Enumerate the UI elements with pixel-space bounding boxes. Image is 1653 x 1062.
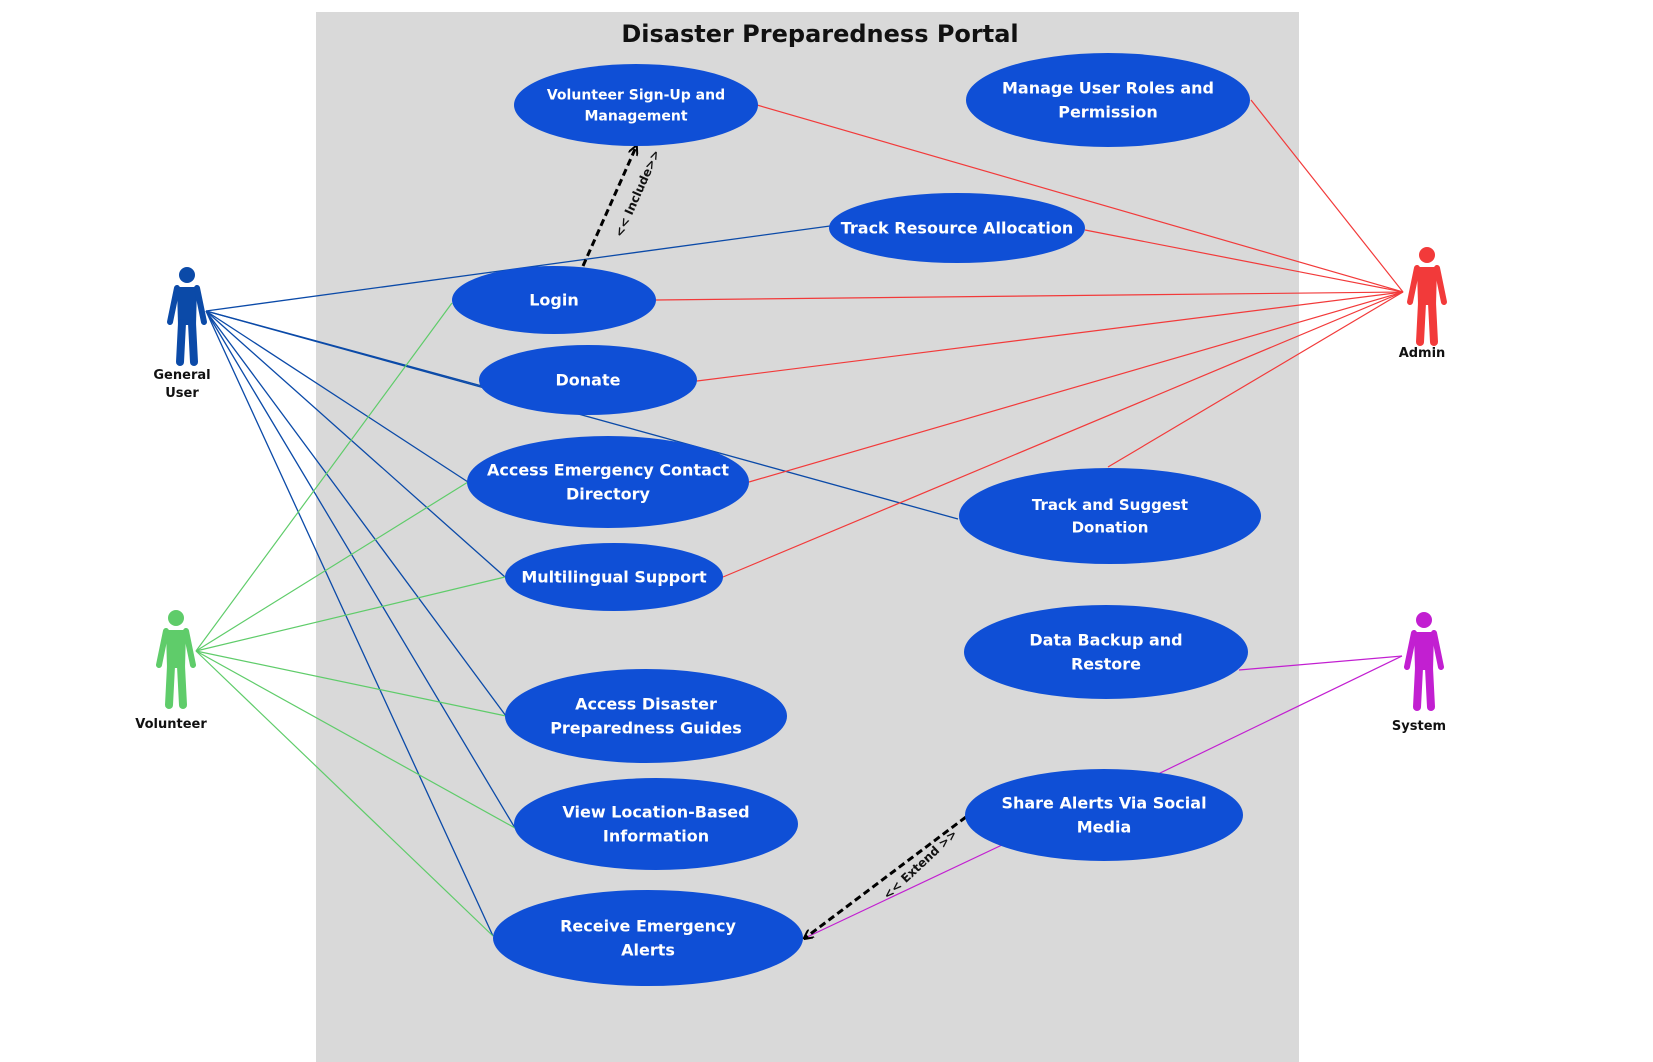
- assoc-volunteer-location: [195, 650, 516, 829]
- extend-arrow: [805, 815, 967, 938]
- actor-admin: Admin: [1399, 247, 1447, 361]
- assoc-admin-manage-roles: [1250, 99, 1404, 293]
- use-case-ellipse: [964, 605, 1248, 699]
- use-case-label: Track Resource Allocation: [841, 219, 1074, 238]
- use-case-label: Manage User Roles and: [1002, 79, 1214, 98]
- use-case-label: View Location-Based: [562, 803, 749, 822]
- use-case-track-resource: Track Resource Allocation: [829, 193, 1085, 263]
- use-case-label: Login: [529, 291, 579, 310]
- assoc-volunteer-alerts: [195, 650, 494, 937]
- actor-label: Admin: [1399, 346, 1446, 361]
- use-case-label: Information: [603, 827, 709, 846]
- assoc-volunteer-emergency-contact: [195, 481, 469, 652]
- use-case-label: Preparedness Guides: [550, 719, 742, 738]
- assoc-admin-multilingual: [722, 291, 1404, 578]
- diagram-title: Disaster Preparedness Portal: [621, 20, 1018, 48]
- association-lines: [195, 99, 1404, 939]
- actor-label: General: [153, 368, 210, 383]
- assoc-admin-volunteer-signup: [756, 104, 1404, 293]
- assoc-general-user-alerts: [205, 310, 494, 937]
- use-case-label: Access Disaster: [575, 695, 717, 714]
- assoc-system-data-backup: [1238, 655, 1403, 671]
- use-case-label: Share Alerts Via Social: [1001, 794, 1206, 813]
- use-case-label: Alerts: [621, 941, 675, 960]
- use-case-ellipse: [514, 778, 798, 870]
- use-case-label: Multilingual Support: [521, 568, 707, 587]
- use-case-ellipse: [479, 345, 697, 415]
- use-case-ellipse: [514, 64, 758, 146]
- assoc-admin-donate: [696, 291, 1404, 382]
- assoc-general-user-guides: [205, 310, 507, 717]
- person-icon: [1404, 612, 1444, 711]
- assoc-general-user-emergency-contact: [205, 310, 469, 483]
- use-case-donate: Donate: [479, 345, 697, 415]
- actor-label: System: [1392, 719, 1446, 734]
- assoc-share-alerts-emergency-alerts: [804, 844, 1003, 939]
- use-case-label: Restore: [1071, 655, 1141, 674]
- use-case-label: Management: [584, 108, 687, 124]
- use-case-label: Data Backup and: [1029, 631, 1182, 650]
- assoc-admin-login: [655, 291, 1404, 301]
- person-icon: [156, 610, 196, 709]
- assoc-admin-track-resource: [1084, 229, 1404, 293]
- assoc-system-share-alerts: [1155, 655, 1403, 776]
- use-case-label: Donate: [556, 371, 621, 390]
- assoc-general-user-location: [205, 310, 516, 829]
- use-case-label: Directory: [566, 485, 651, 504]
- use-case-ellipse: [966, 53, 1250, 147]
- use-case-ellipse: [505, 543, 723, 611]
- use-case-ellipse: [452, 266, 656, 334]
- use-case-login: Login: [452, 266, 656, 334]
- assoc-admin-track-donation: [1107, 291, 1404, 468]
- assoc-admin-emergency-contact: [748, 291, 1404, 483]
- use-case-label: Volunteer Sign-Up and: [547, 87, 725, 103]
- use-case-label: Receive Emergency: [560, 917, 736, 936]
- actor-volunteer: Volunteer: [135, 610, 207, 732]
- use-case-ellipse: [467, 436, 749, 528]
- use-case-label: Donation: [1072, 519, 1149, 537]
- use-case-label: Access Emergency Contact: [487, 461, 729, 480]
- actor-system: System: [1392, 612, 1446, 734]
- use-case-ellipse: [959, 468, 1261, 564]
- actor-label: Volunteer: [135, 717, 207, 732]
- use-case-ellipse: [965, 769, 1243, 861]
- use-case-label: Permission: [1058, 103, 1158, 122]
- assoc-general-user-track-donation: [205, 310, 959, 520]
- assoc-volunteer-multilingual: [195, 576, 506, 652]
- use-case-ellipse: [493, 890, 803, 986]
- use-case-label: Track and Suggest: [1032, 496, 1188, 514]
- assoc-general-user-multilingual: [205, 310, 506, 578]
- use-case-ellipse: [829, 193, 1085, 263]
- actor-label: User: [165, 386, 199, 401]
- assoc-volunteer-guides: [195, 650, 507, 717]
- use-case-label: Media: [1077, 818, 1132, 837]
- person-icon: [167, 267, 207, 366]
- use-case-ellipse: [505, 669, 787, 763]
- person-icon: [1407, 247, 1447, 346]
- assoc-volunteer-login: [195, 302, 453, 652]
- use-case-multilingual: Multilingual Support: [505, 543, 723, 611]
